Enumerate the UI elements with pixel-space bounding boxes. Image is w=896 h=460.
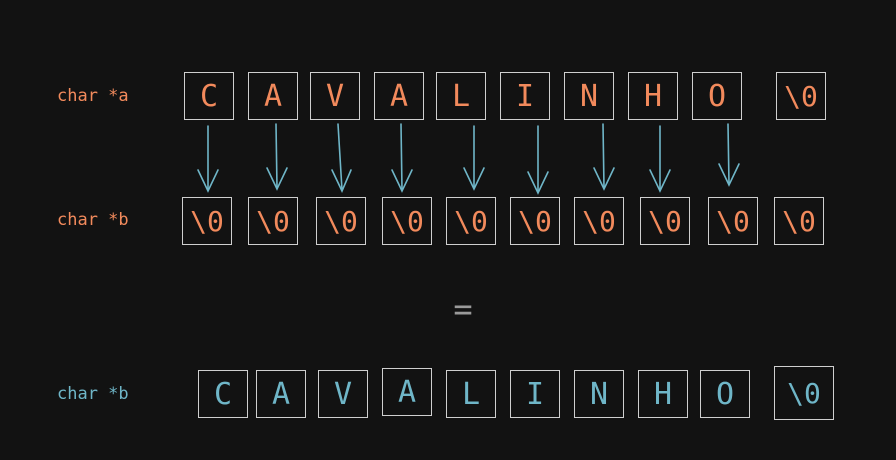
cell-result-5: I — [510, 370, 560, 418]
arrow-1 — [266, 123, 288, 191]
cell-result-2: V — [318, 370, 368, 418]
arrow-3 — [391, 123, 413, 193]
cell-a-9: \0 — [776, 72, 826, 120]
cell-result-4: L — [446, 370, 496, 418]
cell-b-8: \0 — [708, 197, 758, 245]
result-row-label: char *b — [57, 384, 129, 404]
arrow-0 — [197, 125, 219, 193]
arrow-5 — [527, 125, 549, 195]
cell-b-5: \0 — [510, 197, 560, 245]
cell-result-9: \0 — [774, 366, 834, 420]
cell-a-8: O — [692, 72, 742, 120]
cell-b-4: \0 — [446, 197, 496, 245]
cell-a-0: C — [184, 72, 234, 120]
cell-a-1: A — [248, 72, 298, 120]
cell-result-7: H — [638, 370, 688, 418]
row-b-label: char *b — [57, 210, 129, 230]
cell-a-3: A — [374, 72, 424, 120]
arrow-2 — [331, 123, 352, 193]
cell-result-3: A — [382, 368, 432, 416]
arrow-8 — [718, 123, 740, 187]
cell-b-9: \0 — [774, 197, 824, 245]
cell-a-4: L — [436, 72, 486, 120]
cell-b-2: \0 — [316, 197, 366, 245]
cell-b-6: \0 — [574, 197, 624, 245]
row-a-label: char *a — [57, 86, 129, 106]
arrow-7 — [649, 125, 671, 193]
cell-a-2: V — [310, 72, 360, 120]
cell-a-5: I — [500, 72, 550, 120]
cell-b-7: \0 — [640, 197, 690, 245]
equals-sign: = — [453, 290, 473, 328]
cell-b-1: \0 — [248, 197, 298, 245]
cell-b-0: \0 — [182, 197, 232, 245]
arrow-6 — [593, 123, 615, 191]
cell-a-6: N — [564, 72, 614, 120]
cell-result-1: A — [256, 370, 306, 418]
arrow-4 — [463, 125, 485, 191]
cell-b-3: \0 — [382, 197, 432, 245]
cell-result-8: O — [700, 370, 750, 418]
cell-a-7: H — [628, 72, 678, 120]
cell-result-0: C — [198, 370, 248, 418]
cell-result-6: N — [574, 370, 624, 418]
